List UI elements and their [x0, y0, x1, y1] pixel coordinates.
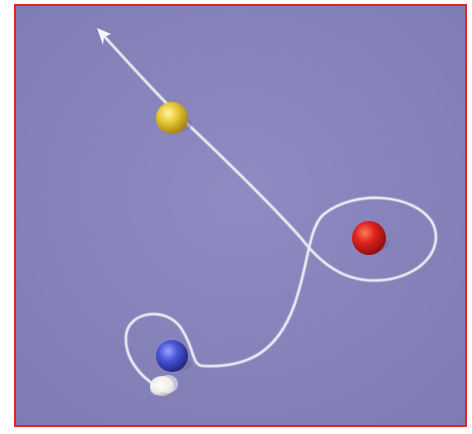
scene-frame: [14, 4, 467, 427]
scene-canvas: [16, 6, 465, 425]
